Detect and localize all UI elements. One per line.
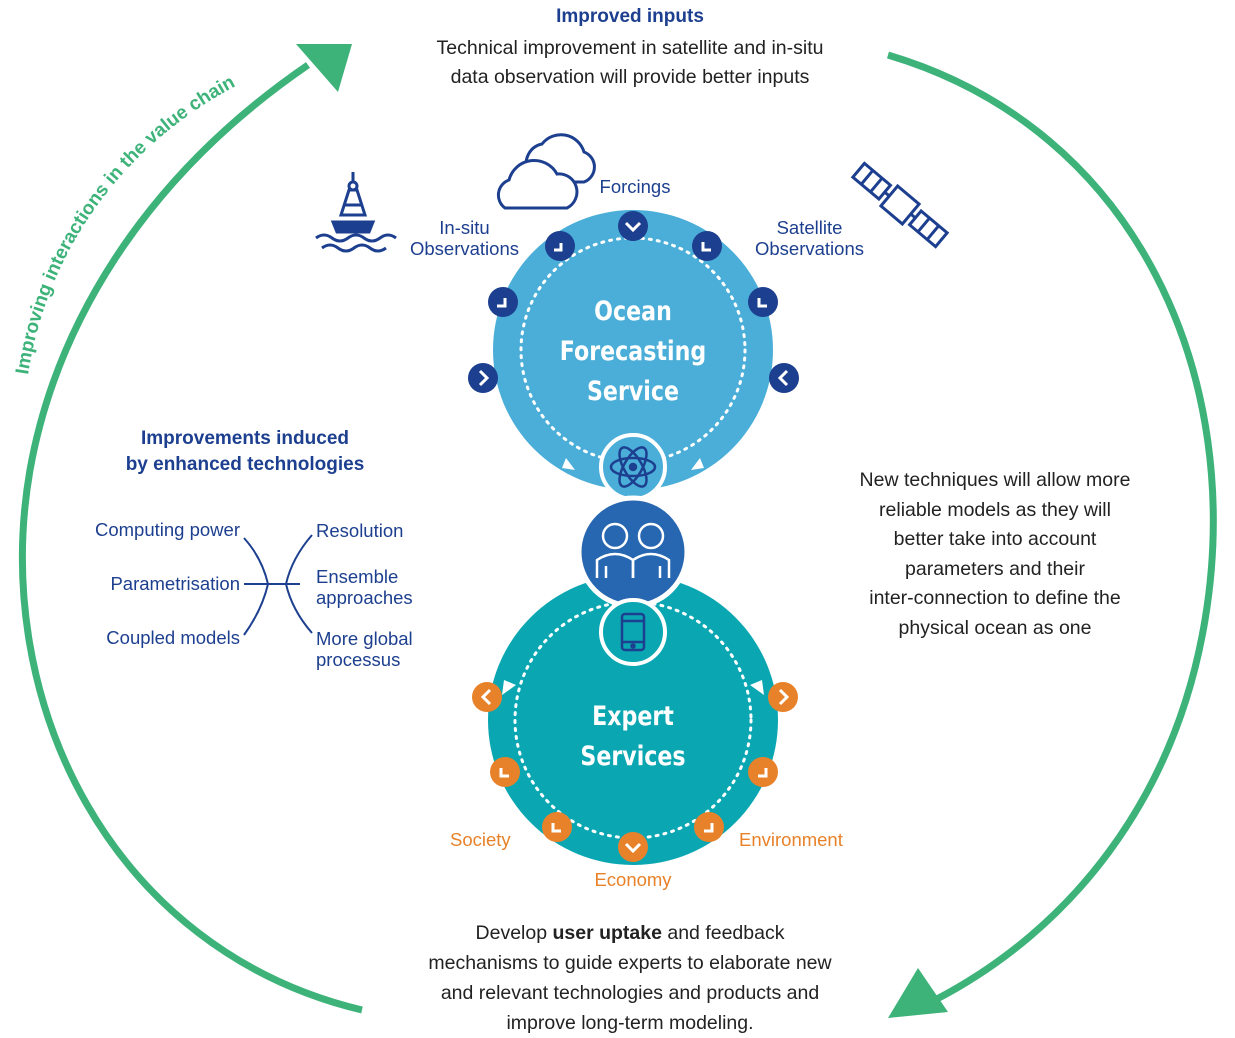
value-chain-right-arrowhead xyxy=(888,968,948,1018)
satellite-icon xyxy=(850,161,950,249)
ocean-title-line-3: Service xyxy=(586,376,680,407)
tech-ensemble: Ensemble approaches xyxy=(316,566,476,608)
dot-out-left-upper xyxy=(472,682,502,712)
tech-global-line-2: processus xyxy=(316,649,401,670)
new-techniques-text: New techniques will allow more reliable … xyxy=(820,466,1170,643)
dot-left-upper xyxy=(488,287,518,317)
new-techniques-line-6: physical ocean as one xyxy=(898,616,1092,639)
user-uptake-line-2: mechanisms to guide experts to elaborate… xyxy=(428,952,832,974)
new-techniques-line-5: inter-connection to define the xyxy=(869,587,1121,609)
technologies-title-line-2: by enhanced technologies xyxy=(125,454,365,475)
dot-forcings xyxy=(618,211,648,241)
dot-right-upper xyxy=(748,287,778,317)
cloud-icon xyxy=(496,133,596,210)
technologies-title-line-1: Improvements induced xyxy=(141,428,349,449)
arc-label-path: Improving interactions in the value chai… xyxy=(12,72,238,376)
buoy-icon xyxy=(315,172,397,253)
tech-computing-power: Computing power xyxy=(95,519,240,540)
dot-left-lower xyxy=(468,363,498,393)
expert-output-dots xyxy=(472,682,798,862)
forcings-label: Forcings xyxy=(599,176,671,197)
user-uptake-bold: user uptake xyxy=(552,922,662,944)
ocean-arrowhead-left xyxy=(562,458,575,470)
tech-coupled-models: Coupled models xyxy=(106,627,240,648)
dot-satellite xyxy=(692,231,722,261)
new-techniques-line-1: New techniques will allow more xyxy=(859,469,1131,491)
insitu-label-line-1: In-situ xyxy=(439,217,490,238)
insitu-label-line-2: Observations xyxy=(410,238,519,259)
tech-connector-lines xyxy=(243,534,313,636)
expert-services-circle xyxy=(488,575,778,865)
new-techniques-line-2: reliable models as they will xyxy=(879,498,1111,521)
user-uptake-line-1-after: and feedback xyxy=(661,922,785,944)
insitu-label: In-situ Observations xyxy=(392,217,537,259)
atom-icon xyxy=(609,446,657,488)
satellite-label: Satellite Observations xyxy=(737,217,882,259)
tech-global-line-1: More global xyxy=(316,628,413,649)
smartphone-icon xyxy=(620,612,646,652)
tech-ensemble-line-2: approaches xyxy=(316,587,413,608)
economy-label: Economy xyxy=(594,869,672,890)
phone-node xyxy=(599,598,667,666)
people-icon xyxy=(595,522,671,578)
environment-label: Environment xyxy=(739,829,843,850)
technologies-title: Improvements induced by enhanced technol… xyxy=(80,426,410,478)
dot-out-right-lower xyxy=(748,757,778,787)
user-uptake-line-3: and relevant technologies and products a… xyxy=(440,982,820,1004)
tech-global: More global processus xyxy=(316,628,476,670)
expert-title-line-2: Services xyxy=(580,741,686,772)
user-uptake-line-1-before: Develop xyxy=(475,922,553,944)
expert-arrowhead-left xyxy=(502,680,516,695)
expert-services-title: Expert Services xyxy=(535,697,732,777)
tech-resolution: Resolution xyxy=(316,520,404,541)
user-uptake-text: Develop user uptake and feedback mechani… xyxy=(360,918,900,1038)
value-chain-left-arc xyxy=(19,62,363,1014)
user-uptake-line-1: Develop user uptake and feedback xyxy=(360,918,900,948)
ocean-input-dots xyxy=(468,211,799,393)
dot-economy xyxy=(618,832,648,862)
dot-insitu xyxy=(545,231,575,261)
tech-ensemble-line-1: Ensemble xyxy=(316,566,399,587)
expert-title-line-1: Expert xyxy=(592,701,674,732)
improved-inputs-description: Technical improvement in satellite and i… xyxy=(360,34,900,92)
dot-out-right-upper xyxy=(768,682,798,712)
dot-environment xyxy=(694,812,724,842)
dot-out-left-lower xyxy=(490,757,520,787)
expert-arrowhead-right xyxy=(750,680,764,695)
dot-society xyxy=(542,812,572,842)
user-uptake-line-4: improve long-term modeling. xyxy=(506,1012,754,1034)
ocean-forecasting-circle xyxy=(493,210,773,490)
new-techniques-line-3: better take into account xyxy=(893,528,1097,550)
improved-inputs-line-1: Technical improvement in satellite and i… xyxy=(436,37,824,59)
improved-inputs-title: Improved inputs xyxy=(556,6,704,27)
ocean-arrowhead-right xyxy=(691,458,704,470)
ocean-title-line-1: Ocean xyxy=(594,296,672,327)
improved-inputs-line-2: data observation will provide better inp… xyxy=(450,66,810,88)
ocean-title-line-2: Forecasting xyxy=(559,336,707,367)
people-node xyxy=(576,495,690,609)
tech-parametrisation: Parametrisation xyxy=(110,573,240,594)
satellite-label-line-1: Satellite xyxy=(776,217,843,238)
value-chain-left-arrowhead xyxy=(296,44,352,92)
society-label: Society xyxy=(450,829,511,850)
ocean-forecasting-title: Ocean Forecasting Service xyxy=(535,292,732,412)
dot-right-lower xyxy=(769,363,799,393)
value-chain-right-arc xyxy=(886,51,1217,1004)
satellite-label-line-2: Observations xyxy=(755,238,864,259)
arc-label: Improving interactions in the value chai… xyxy=(12,72,238,376)
new-techniques-line-4: parameters and their xyxy=(905,557,1085,580)
